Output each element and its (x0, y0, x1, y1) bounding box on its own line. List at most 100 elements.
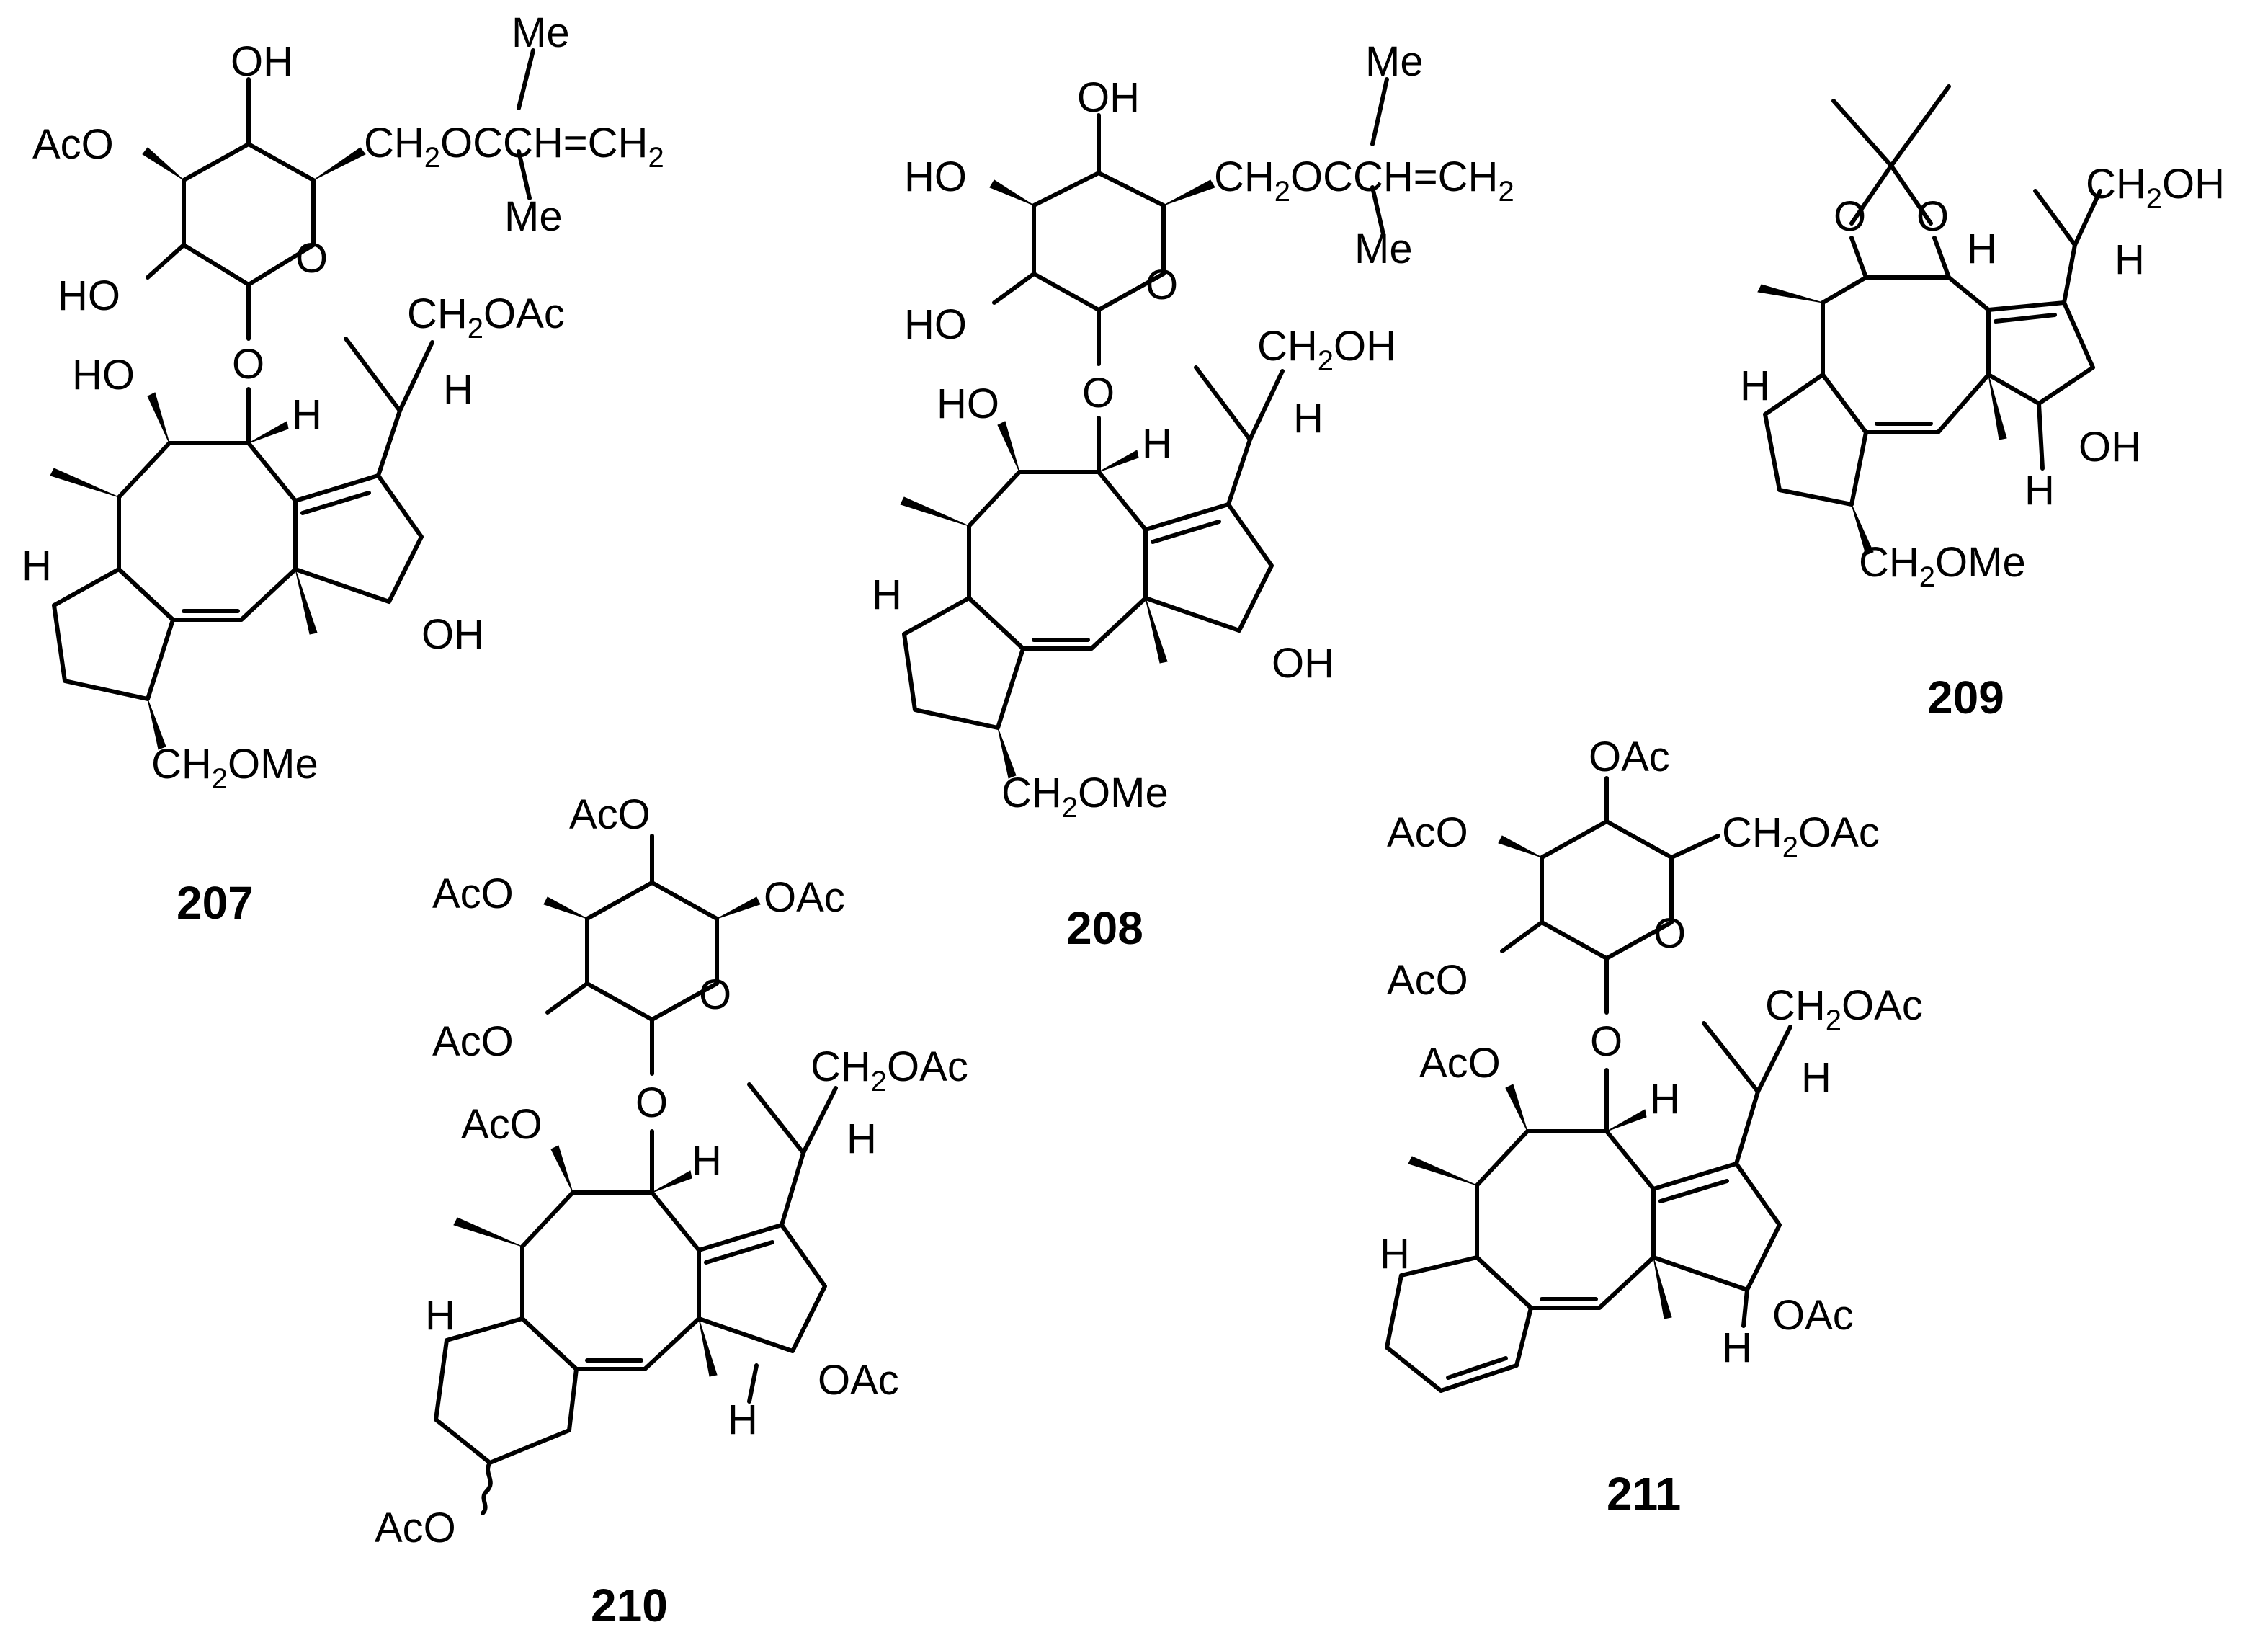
bond (2073, 189, 2102, 247)
ho-label: HO (937, 380, 999, 427)
glycosidic-oxygen: O (1590, 1018, 1622, 1065)
wedge-bond (989, 179, 1035, 206)
bond (1932, 236, 1951, 280)
wedge-bond (550, 1145, 573, 1193)
me-label: Me (1354, 226, 1413, 272)
wavy-bond (481, 1461, 493, 1515)
sugar-ring-208 (1032, 171, 1166, 312)
cyclopentane-ring-207 (52, 567, 175, 701)
sugar-ring-210 (585, 881, 719, 1022)
wedge-bond (1145, 597, 1168, 664)
bond (1370, 185, 1385, 236)
bond (1734, 1089, 1760, 1166)
cyclooctene-ring-207 (117, 441, 298, 622)
cyclopentane-ring-208 (902, 596, 1025, 730)
double-bond (300, 491, 371, 515)
wedge-bond (900, 496, 970, 527)
ho-label: HO (58, 272, 120, 319)
cyclopentene-ring-210 (697, 1223, 827, 1353)
bond (780, 1151, 805, 1227)
me-label: Me (504, 193, 563, 240)
bond (1756, 1025, 1792, 1094)
double-bond (704, 1240, 774, 1265)
wedge-bond (651, 1170, 692, 1193)
bond (1370, 77, 1389, 146)
double-bond (1151, 520, 1221, 544)
bond (517, 48, 535, 110)
bond (747, 1363, 759, 1404)
h-label: H (692, 1137, 722, 1184)
h-label: H (847, 1115, 877, 1162)
oh-label: OH (1077, 74, 1140, 121)
wedge-bond (313, 147, 366, 181)
compound-208: OH HO CH2OCCH=CH2 Me Me HO O O CH2OH H H… (872, 38, 1514, 954)
wedge-bond (248, 421, 289, 444)
cyclopentene-ring-207 (293, 473, 424, 604)
h-label: H (1142, 420, 1172, 467)
ch2oh-label: CH2OH (2086, 161, 2225, 215)
h-label: H (292, 391, 322, 438)
aco-label: AcO (569, 791, 651, 838)
bond (146, 243, 186, 280)
bond (801, 1086, 838, 1155)
h-label: H (1293, 395, 1323, 442)
sugar-ring-207 (182, 142, 316, 287)
bond (2062, 243, 2077, 305)
glycosidic-oxygen: O (232, 341, 264, 388)
oh-label: OH (2079, 424, 2141, 471)
aco-label: AcO (375, 1505, 456, 1551)
cyclopentene-ring-211 (1651, 1162, 1782, 1292)
wedge-bond (543, 896, 588, 919)
bond (1849, 236, 1868, 280)
h-label: H (1801, 1054, 1831, 1101)
bond (517, 149, 532, 200)
ch2oac-label: CH2OAc (811, 1043, 968, 1097)
ring-oxygen: O (1653, 910, 1686, 957)
wedge-bond (1505, 1084, 1528, 1132)
compound-label: 207 (177, 877, 254, 929)
ch2ome-label: CH2OMe (151, 741, 318, 795)
ch2o-label: CH2OCCH=CH2 (364, 120, 664, 174)
wedge-bond (716, 896, 761, 919)
cyclooctene-ring-210 (520, 1190, 701, 1371)
wedge-bond (1408, 1156, 1478, 1186)
ch2ome-label: CH2OMe (1859, 539, 2026, 593)
h-label: H (872, 571, 902, 618)
ho-label: HO (904, 153, 967, 200)
oh-label: OH (231, 38, 293, 85)
oac-label: OAc (1772, 1292, 1854, 1339)
h-label: H (425, 1292, 455, 1339)
aco-label: AcO (432, 1018, 514, 1065)
h-label: H (1650, 1076, 1680, 1123)
bond (1831, 99, 1893, 168)
wedge-bond (1163, 179, 1215, 206)
glycosidic-oxygen: O (635, 1079, 668, 1126)
wedge-bond (147, 392, 170, 444)
double-bond (1658, 1179, 1729, 1203)
bond (747, 1082, 805, 1155)
compound-label: 208 (1066, 902, 1143, 954)
ch2oac-sugar-label: CH2OAc (1722, 809, 1880, 863)
h-label: H (1967, 226, 1997, 272)
oac-label: OAc (818, 1357, 899, 1404)
cyclohexane-ring-210 (434, 1316, 579, 1465)
bond (1889, 84, 1951, 168)
acetonide-oxygen: O (1834, 193, 1866, 240)
aco-label: AcO (432, 870, 514, 917)
bond (398, 340, 434, 413)
compound-209: O O H CH2OH H H OH H CH2OMe 209 (1740, 84, 2225, 723)
double-bond (1446, 1356, 1508, 1380)
ch2oac-label: CH2OAc (407, 290, 565, 344)
me-label: Me (512, 9, 570, 56)
wedge-bond (1988, 374, 2007, 440)
ch2oac-label: CH2OAc (1765, 982, 1923, 1036)
wedge-bond (295, 569, 318, 635)
wedge-bond (1606, 1109, 1647, 1132)
h-label: H (1740, 362, 1770, 409)
wedge-bond (1851, 504, 1874, 556)
ring-oxygen: O (295, 235, 328, 282)
ring-oxygen: O (1146, 262, 1178, 308)
compound-207: OH AcO CH2OCCH=CH2 Me Me HO O O CH2OAc H… (22, 9, 664, 929)
h-label: H (728, 1396, 758, 1443)
bond (1669, 834, 1720, 860)
